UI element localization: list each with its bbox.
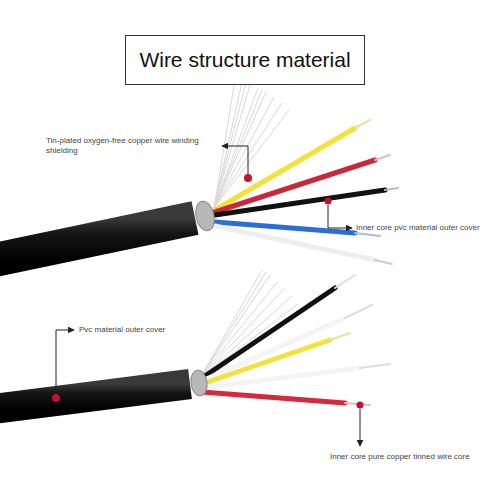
callout-label: Pvc material outer cover — [79, 325, 165, 335]
cable-jacket — [0, 218, 195, 262]
cable-jacket — [0, 384, 190, 410]
inner-wires — [202, 275, 390, 405]
callout-label: Inner core pvc material outer cover — [356, 223, 480, 233]
title-box: Wire structure material — [125, 35, 365, 85]
callout-label: Inner core pure copper tinned wire core — [330, 452, 470, 462]
inner-wires — [215, 120, 398, 264]
callout-label: Tin-plated oxygen-free copper wire windi… — [46, 136, 218, 156]
title: Wire structure material — [139, 48, 350, 72]
shield-braid — [193, 199, 217, 232]
leader-lines — [52, 146, 364, 446]
shield-braid — [189, 369, 208, 397]
